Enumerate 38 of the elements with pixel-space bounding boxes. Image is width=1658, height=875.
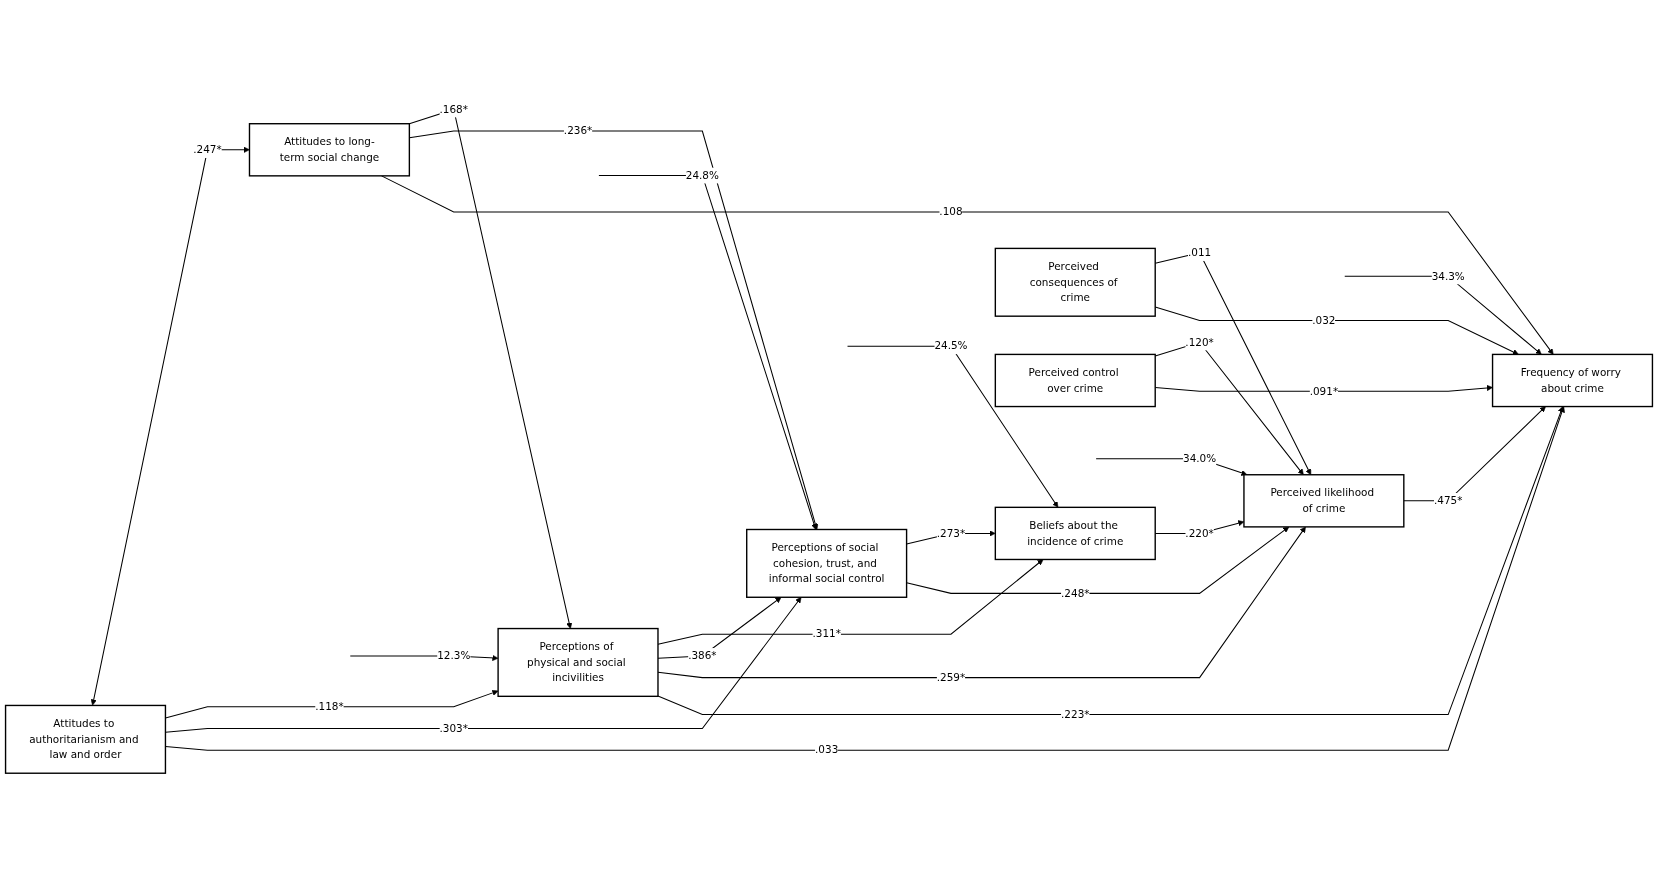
edge-label: .311* (812, 627, 841, 641)
edge-label: .386* (688, 649, 717, 663)
edge-label: 24.8% (685, 169, 719, 182)
edge-label: .259* (936, 671, 966, 684)
node-box: Frequency of worry about crime (1491, 353, 1654, 408)
node-box: Attitudes to authoritarianism and law and order (4, 704, 167, 775)
edge-label: .248* (1061, 587, 1090, 600)
node-box: Perceived consequences of crime (994, 247, 1156, 317)
arrow (1154, 252, 1312, 476)
arrow (657, 559, 1044, 645)
node-box: Beliefs about the incidence of crime (994, 506, 1156, 561)
edge-label: 34.0% (1183, 452, 1217, 465)
edge-label: .118* (315, 700, 344, 713)
edge-label: .475* (1433, 494, 1463, 508)
edge-label: .247* (193, 143, 222, 156)
edge-label: 12.3% (437, 649, 471, 663)
edge-label: .168* (439, 103, 468, 116)
edge-label: .223* (1061, 708, 1090, 721)
edge-label: 34.3% (1431, 269, 1465, 283)
edge-label: .273* (936, 527, 966, 540)
arrow (847, 345, 1059, 508)
edge-label: .108 (939, 205, 963, 219)
node-box: Perceptions of physical and social incivilities (497, 627, 659, 698)
node-box: Perceived likelihood of crime (1243, 474, 1405, 528)
arrow (90, 146, 250, 706)
edge-label: .236* (563, 124, 593, 138)
node-box: Perceived control over crime (994, 353, 1156, 408)
edge-label: .091* (1309, 385, 1339, 398)
node-box: Attitudes to long-term social change (248, 123, 411, 177)
edge-label: .220* (1185, 527, 1214, 540)
node-box: Perceptions of social cohesion, trust, and informal social control (746, 528, 908, 599)
edge-label: .011 (1187, 246, 1212, 259)
edge-label: .033 (815, 743, 839, 757)
edge-label: .120* (1185, 335, 1214, 349)
edge-label: 24.5% (934, 339, 968, 353)
edge-label: .032 (1312, 314, 1336, 327)
edge-label: .303* (439, 722, 468, 735)
arrow (598, 175, 818, 530)
